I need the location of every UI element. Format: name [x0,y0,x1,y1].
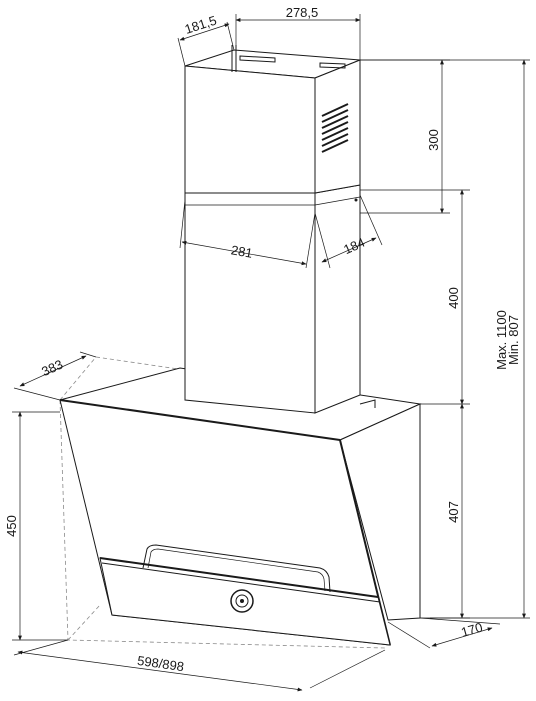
dim-lower-duct-height: 400 [446,287,461,309]
dim-total-height-max: Max. 1100 [494,310,509,370]
dimension-lines [12,14,530,692]
control-knob [230,589,254,613]
upper-duct-front [184,65,316,194]
dimension-labels: 181,5 278,5 300 281 184 400 383 450 407 … [4,5,521,674]
dim-canopy-height: 407 [446,501,461,523]
upper-chimney-duct [184,45,361,194]
dim-hood-width: 598/898 [136,653,185,674]
lower-duct-side [314,184,361,414]
lower-duct-front [184,192,316,414]
dim-hood-height: 450 [4,515,19,537]
dim-duct-width: 278,5 [286,5,319,20]
lower-chimney-duct [184,184,361,414]
dim-total-height-min: Min. 807 [506,315,521,365]
dim-upper-duct-height: 300 [426,129,441,151]
vent-slots [321,103,349,153]
dim-lower-duct-width: 281 [230,242,254,261]
dim-hood-top-depth: 383 [39,357,65,380]
dim-bottom-depth: 170 [459,619,484,639]
